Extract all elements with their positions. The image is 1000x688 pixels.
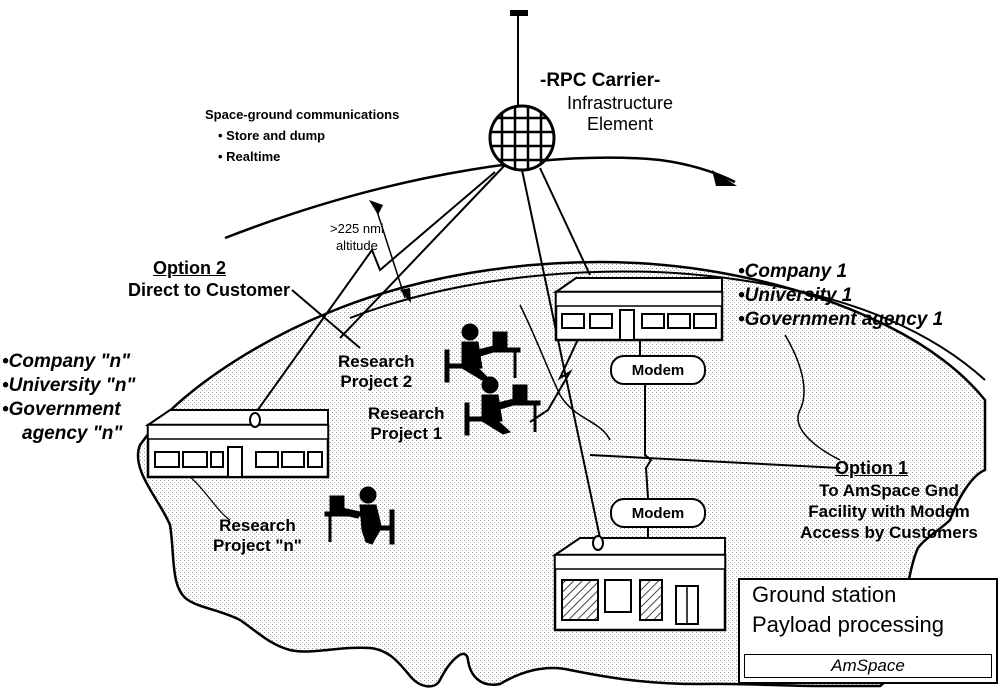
option1-label: Option 1 [835,458,908,478]
link-project1-zigzag [529,334,581,423]
carrier-subtitle: Infrastructure Element [555,93,685,135]
satellite-icon [488,104,556,172]
researcher-project1-icon [464,376,541,436]
orbit-arc [224,156,736,240]
comms-title: Space-ground communications [205,107,400,122]
link-groundstation [521,169,601,539]
link-company-n-zigzag [251,171,496,419]
option2-description: Direct to Customer [128,280,291,300]
option1-line: Access by Customers [800,523,978,542]
altitude-line: >225 nmi [330,221,384,236]
satellite-antenna [510,10,528,16]
carrier-subtitle-line: Element [586,114,654,134]
option1-description: To AmSpace Gnd Facility with Modem Acces… [780,480,998,543]
project1-label: Research Project 1 [368,404,445,444]
project2-label: Research Project 2 [338,352,415,392]
comms-item: • Store and dump [218,128,326,143]
building-company1 [552,277,724,342]
link-company1 [539,167,591,276]
option1-pointer [589,454,841,469]
modem-badge: Modem [610,498,706,528]
project-line: Research [219,516,296,535]
project-line: Project "n" [213,536,302,555]
altitude-label: >225 nmi altitude [330,220,384,254]
customer-item: •Company "n" [2,351,131,372]
building-company-n [144,409,330,479]
carrier-title: -RPC Carrier- [540,70,661,91]
option2-label: Option 2 [153,258,226,278]
option1-line: To AmSpace Gnd [819,481,959,500]
modem-badge: Modem [610,355,706,385]
customer-item: •University "n" [2,375,136,396]
project-n-label: Research Project "n" [213,516,302,556]
customer-item: •Government agency 1 [738,309,944,330]
option2-pointer [291,289,361,349]
researcher-project2-icon [444,323,521,383]
project-line: Research [338,352,415,371]
orbit-arrow [712,170,737,186]
customer-item: •Government [2,399,121,420]
brand-label: AmSpace [744,654,992,678]
option1-line: Facility with Modem [808,502,970,521]
researcher-project-n-icon [324,486,395,545]
customer-item: •Company 1 [738,261,848,282]
carrier-subtitle-line: Infrastructure [566,93,674,113]
comms-item: • Realtime [218,149,281,164]
legend-line: Payload processing [752,612,945,637]
customer-item: •University 1 [738,285,853,306]
legend-box: Ground station Payload processing AmSpac… [738,578,998,684]
earth-contour [519,304,611,441]
link-project2 [339,164,506,339]
project-line: Project 2 [340,372,413,391]
customer-item: agency "n" [22,423,123,444]
project-line: Project 1 [370,424,443,443]
altitude-line: altitude [335,238,378,253]
altitude-arrow [374,204,406,299]
legend-line: Ground station [752,582,897,607]
building-ground-station [551,535,727,632]
customers-1-list: •Company 1 •University 1 •Government age… [738,260,943,332]
customers-n-list: •Company "n" •University "n" •Government… [2,350,135,446]
project-line: Research [368,404,445,423]
earth-contour [784,334,841,461]
